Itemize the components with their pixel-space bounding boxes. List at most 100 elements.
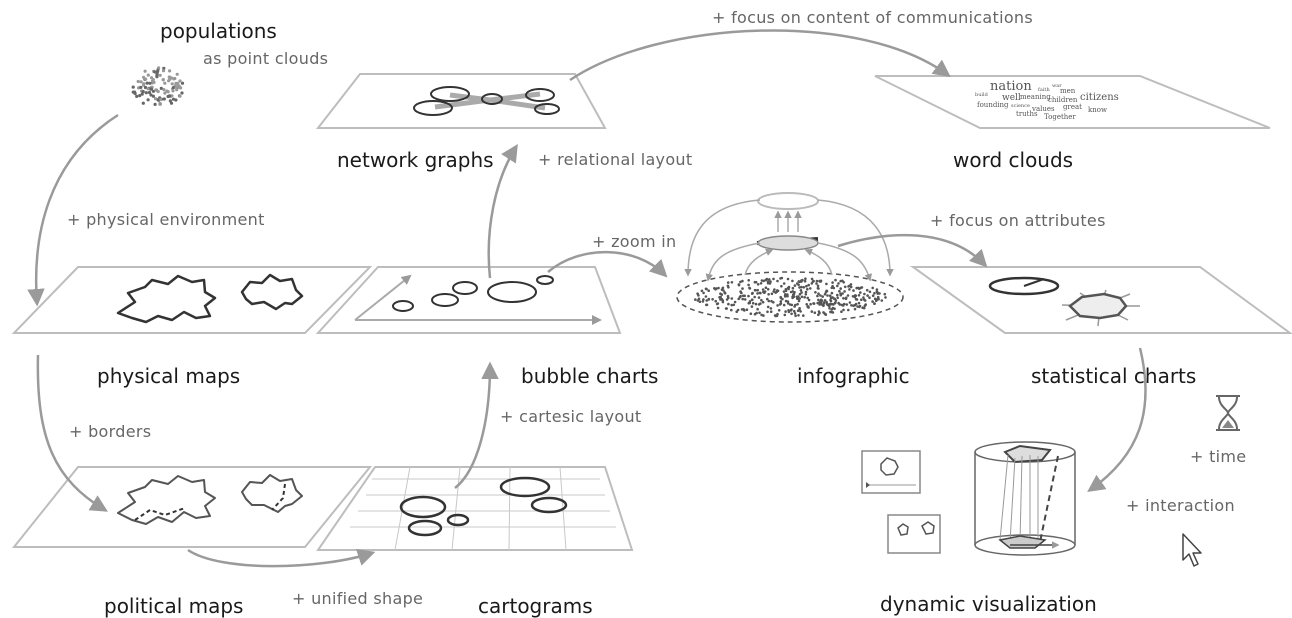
infographic-point (840, 310, 843, 314)
infographic-point (793, 291, 796, 294)
infographic-point (868, 296, 871, 300)
infographic-point (825, 302, 829, 306)
small-timeline-panel (861, 450, 921, 494)
infographic-point (726, 281, 730, 284)
infographic-point (875, 288, 879, 291)
infographic-point (797, 283, 800, 287)
wc-word: know (1088, 106, 1107, 114)
population-point (142, 75, 146, 79)
infographic-point (779, 295, 782, 299)
infographic-point (700, 289, 704, 293)
infographic-point (697, 297, 701, 301)
population-point (162, 97, 166, 101)
infographic-point (843, 285, 847, 289)
population-point (161, 78, 165, 82)
infographic-point (743, 294, 746, 298)
population-point (168, 77, 172, 81)
population-point (171, 97, 176, 101)
infographic-point (786, 293, 789, 296)
label-infographic: infographic (797, 364, 910, 388)
infographic-point (838, 289, 841, 293)
infographic-point (779, 300, 783, 303)
infographic-point (698, 300, 702, 304)
infographic-point (739, 290, 742, 293)
infographic-point (716, 306, 720, 310)
infographic-point (786, 302, 790, 305)
infographic-point (839, 279, 842, 283)
infographic-point (756, 288, 759, 292)
physical-maps-plane (11, 266, 373, 334)
infographic-point (838, 303, 841, 306)
infographic-point (770, 292, 774, 296)
infographic-point (790, 312, 793, 316)
infographic-point (762, 290, 765, 294)
population-point (176, 81, 180, 85)
infographic-point (817, 292, 820, 296)
infographic-point (876, 292, 879, 295)
infographic-point (817, 298, 820, 302)
infographic-point (819, 301, 823, 305)
infographic-point (842, 281, 845, 284)
population-point (172, 85, 176, 90)
infographic-point (750, 305, 754, 308)
infographic-point (810, 310, 814, 313)
infographic-point (804, 293, 808, 296)
wc-word: well (1002, 93, 1021, 103)
population-point (149, 93, 153, 97)
infographic-point (831, 311, 835, 314)
population-point (136, 79, 140, 84)
arrow-political-to-cartograms (187, 548, 376, 568)
infographic-point (765, 277, 769, 281)
infographic-point (803, 279, 807, 283)
infographic-point (852, 289, 855, 292)
infographic-point (783, 295, 787, 298)
infographic-point (769, 307, 773, 310)
infographic-point (719, 295, 722, 299)
infographic-point (832, 303, 835, 306)
infographic-point (748, 286, 751, 290)
population-point (161, 69, 166, 73)
infographic-point (823, 299, 827, 302)
infographic-point (759, 282, 763, 285)
infographic-point (705, 303, 708, 307)
infographic-point (758, 311, 761, 315)
infographic-point (756, 283, 760, 286)
infographic-point (800, 285, 803, 289)
infographic-point (804, 277, 807, 281)
infographic-point (769, 280, 772, 283)
population-point (175, 72, 179, 76)
infographic-point (880, 299, 884, 302)
infographic-point (738, 295, 742, 299)
infographic-point (715, 302, 719, 306)
infographic-point (817, 287, 820, 290)
infographic-point (784, 299, 788, 303)
label-network-graphs: network graphs (337, 148, 494, 172)
population-point (131, 85, 135, 89)
population-point (138, 94, 142, 98)
infographic-point (762, 314, 765, 317)
infographic-point (721, 286, 725, 290)
infographic-point (807, 298, 811, 302)
infographic-point (831, 281, 834, 284)
infographic-point (796, 309, 800, 313)
infographic-point (778, 303, 782, 306)
population-point (147, 90, 152, 95)
infographic-point (714, 299, 717, 303)
note-focus-attributes: + focus on attributes (930, 211, 1106, 230)
infographic-point (837, 282, 840, 285)
infographic-point (702, 291, 705, 295)
wc-word: build (975, 92, 989, 98)
infographic-point (701, 300, 705, 303)
infographic-point (829, 298, 832, 302)
infographic-point (802, 286, 806, 289)
population-point (145, 81, 149, 85)
infographic-point (863, 299, 867, 302)
infographic-point (806, 287, 809, 291)
infographic-point (754, 302, 758, 306)
infographic-point (791, 295, 794, 299)
population-point (158, 73, 162, 77)
population-point (146, 73, 150, 77)
wc-word: citizens (1080, 92, 1119, 103)
population-point (166, 90, 170, 94)
infographic-point (799, 289, 803, 292)
